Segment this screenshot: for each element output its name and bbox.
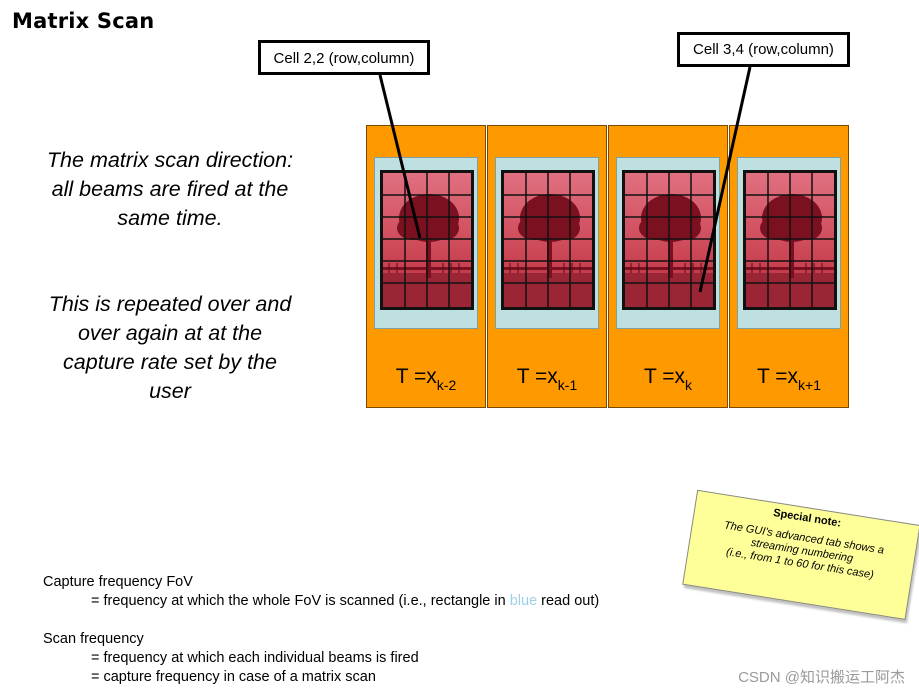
frame-panel-k-minus-1: T =xk-1	[487, 125, 607, 408]
time-label: T =xk-1	[516, 365, 578, 393]
description-paragraph-2: This is repeated over and over again at …	[48, 292, 292, 403]
callout-cell-3-4: Cell 3,4 (row,column)	[677, 32, 850, 67]
scene-image	[743, 170, 837, 310]
frame-panel-k-plus-1: T =xk+1	[729, 125, 849, 408]
special-note-paper: Special note: The GUI's advanced tab sho…	[682, 489, 919, 620]
scene-image	[622, 170, 716, 310]
watermark: CSDN @知识搬运工阿杰	[738, 669, 905, 686]
scene-image	[501, 170, 595, 310]
special-note: Special note: The GUI's advanced tab sho…	[682, 489, 919, 624]
time-label: T =xk	[643, 365, 693, 393]
capture-frequency-title: Capture frequency FoV	[43, 574, 193, 590]
scan-frequency-definition: Scan frequency = frequency at which each…	[43, 630, 419, 687]
scan-frequency-text-2: = capture frequency in case of a matrix …	[91, 669, 376, 685]
capture-frequency-definition: Capture frequency FoV = frequency at whi…	[43, 573, 599, 611]
time-label: T =xk-2	[395, 365, 457, 393]
description-paragraph-1: The matrix scan direction: all beams are…	[46, 148, 294, 230]
scan-frequency-text-1: = frequency at which each individual bea…	[91, 650, 419, 666]
frame-panel-k-minus-2: T =xk-2	[366, 125, 486, 408]
callout-cell-2-2: Cell 2,2 (row,column)	[258, 40, 430, 75]
scan-frequency-title: Scan frequency	[43, 631, 144, 647]
page-title: Matrix Scan	[12, 9, 155, 33]
scene-image	[380, 170, 474, 310]
time-label: T =xk+1	[756, 365, 821, 393]
frame-panel-k: T =xk	[608, 125, 728, 408]
capture-frequency-text: = frequency at which the whole FoV is sc…	[91, 593, 600, 609]
